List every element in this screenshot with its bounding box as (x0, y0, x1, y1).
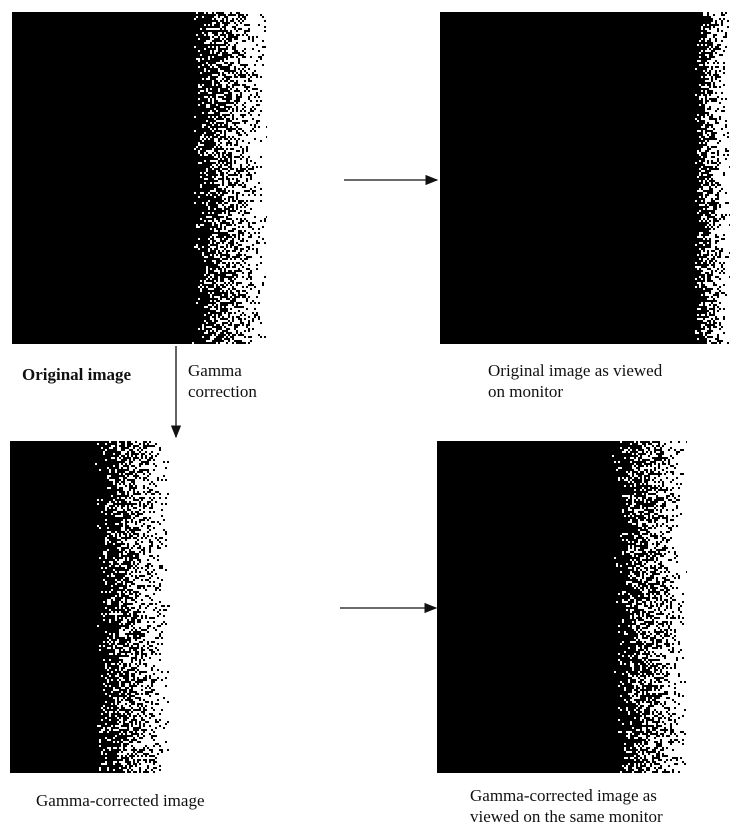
original-monitor-panel (440, 12, 730, 344)
solid-dark-region (440, 12, 695, 344)
solid-dark-region (10, 441, 95, 773)
corrected-monitor-caption: Gamma-corrected image as viewed on the s… (470, 785, 663, 827)
original-image-caption-text: Original image (22, 365, 132, 384)
original-monitor-caption: Original image as viewed on monitor (488, 360, 662, 402)
solid-dark-region (12, 12, 192, 344)
dithered-gradient-region (612, 441, 687, 773)
dithered-gradient-region (192, 12, 267, 344)
corrected-image-caption-text: Gamma-corrected image (36, 791, 205, 810)
original-monitor-caption-line2: on monitor (488, 382, 564, 401)
corrected-image-panel (10, 441, 170, 773)
gamma-correction-label-line1: Gamma (188, 361, 242, 380)
original-monitor-caption-line1: Original image as viewed (488, 361, 663, 380)
corrected-monitor-caption-line1: Gamma-corrected image as (470, 786, 657, 805)
corrected-monitor-panel (437, 441, 687, 773)
corrected-image-caption: Gamma-corrected image (36, 790, 205, 811)
original-image-panel (12, 12, 267, 344)
original-image-caption: Original image (22, 364, 131, 385)
corrected-monitor-gradient-image (437, 441, 687, 773)
original-gradient-image (12, 12, 267, 344)
corrected-monitor-caption-line2: viewed on the same monitor (470, 807, 663, 826)
dithered-gradient-region (695, 12, 730, 344)
corrected-gradient-image (10, 441, 170, 773)
solid-dark-region (437, 441, 612, 773)
original-monitor-gradient-image (440, 12, 730, 344)
gamma-correction-label-line2: correction (188, 382, 257, 401)
dithered-gradient-region (95, 441, 170, 773)
gamma-correction-label: Gamma correction (188, 360, 257, 402)
